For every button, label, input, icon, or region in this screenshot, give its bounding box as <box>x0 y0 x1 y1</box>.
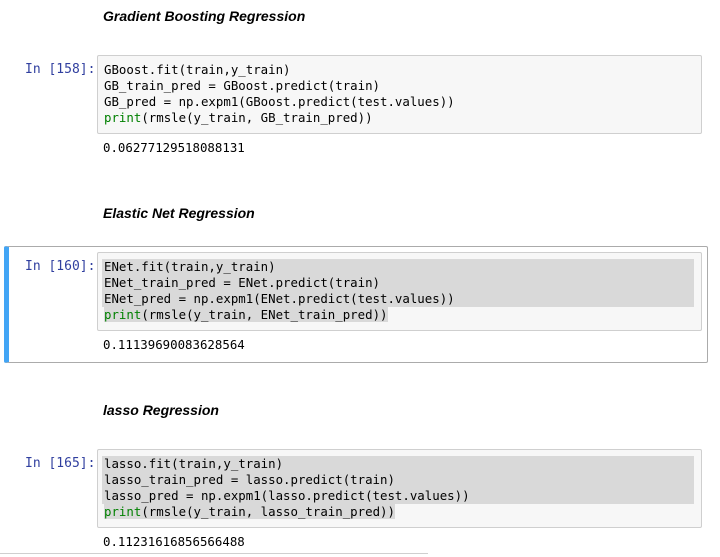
cell-prompt-165: In [165]: <box>25 456 96 471</box>
code-line: lasso.fit(train,y_train) <box>102 456 694 472</box>
markdown-heading-lasso: lasso Regression <box>103 402 219 418</box>
code-line: print(rmsle(y_train, ENet_train_pred)) <box>104 307 388 323</box>
cell-output-gboost: 0.06277129518088131 <box>103 140 245 155</box>
print-keyword: print <box>104 307 142 322</box>
code-cell-input-gboost[interactable]: GBoost.fit(train,y_train) GB_train_pred … <box>97 55 702 134</box>
code-text: (rmsle(y_train, ENet_train_pred)) <box>141 307 388 322</box>
cell-output-enet: 0.11139690083628564 <box>103 337 245 352</box>
markdown-heading-elastic-net: Elastic Net Regression <box>103 205 255 221</box>
code-line: GB_pred = np.expm1(GBoost.predict(test.v… <box>104 94 455 109</box>
code-line: lasso_train_pred = lasso.predict(train) <box>102 472 694 488</box>
markdown-heading-gradient-boosting: Gradient Boosting Regression <box>103 8 306 24</box>
code-text: (rmsle(y_train, GB_train_pred)) <box>141 110 373 125</box>
print-keyword: print <box>104 504 142 519</box>
code-cell-input-lasso[interactable]: lasso.fit(train,y_train) lasso_train_pre… <box>97 449 702 528</box>
cell-prompt-158: In [158]: <box>25 62 96 77</box>
horizontal-scrollbar[interactable] <box>0 553 428 554</box>
code-text: (rmsle(y_train, lasso_train_pred)) <box>141 504 395 519</box>
selected-cell-frame[interactable] <box>4 246 708 363</box>
code-line: print(rmsle(y_train, lasso_train_pred)) <box>104 504 395 520</box>
code-cell-input-enet[interactable]: ENet.fit(train,y_train) ENet_train_pred … <box>97 252 702 331</box>
code-line: GB_train_pred = GBoost.predict(train) <box>104 78 381 93</box>
print-keyword: print <box>104 110 142 125</box>
code-line: ENet_train_pred = ENet.predict(train) <box>102 275 694 291</box>
code-line: GBoost.fit(train,y_train) <box>104 62 291 77</box>
cell-prompt-160: In [160]: <box>25 259 96 274</box>
code-line: lasso_pred = np.expm1(lasso.predict(test… <box>102 488 694 504</box>
code-line: ENet_pred = np.expm1(ENet.predict(test.v… <box>102 291 694 307</box>
cell-output-lasso: 0.11231616856566488 <box>103 534 245 549</box>
code-line: print(rmsle(y_train, GB_train_pred)) <box>104 110 373 126</box>
code-line: ENet.fit(train,y_train) <box>102 259 694 275</box>
